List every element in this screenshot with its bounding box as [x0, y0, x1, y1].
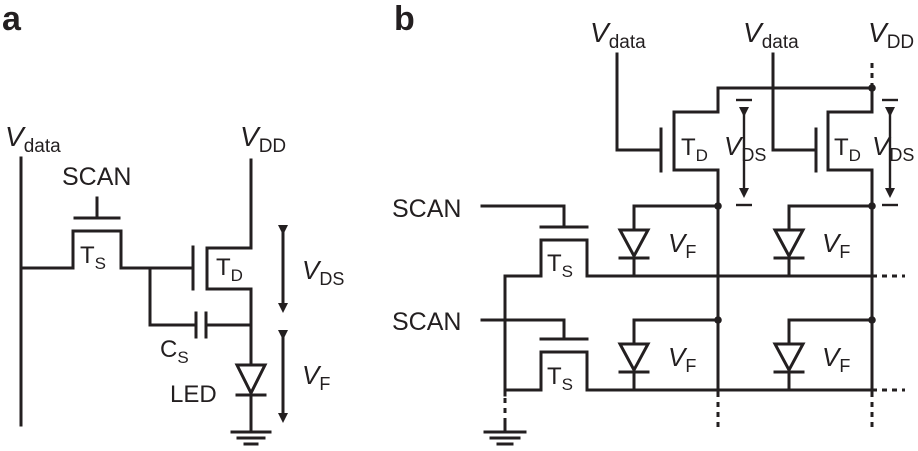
led-diode-a [234, 363, 268, 434]
vf-label-a: VF [302, 360, 330, 394]
td-label-a: TD [216, 254, 243, 285]
panel-b-label: b [394, 0, 415, 38]
vdata-line-b2 [771, 52, 817, 152]
storage-capacitor-a [194, 311, 253, 339]
drive-transistor-b1 [659, 86, 720, 208]
switch-transistor-b1 [503, 225, 720, 278]
led-diode-b12 [772, 204, 806, 278]
cs-label-a: CS [160, 336, 189, 367]
vf-label-b11: VF [668, 228, 696, 262]
vdata-line-b1 [615, 52, 662, 152]
scan-label-b2: SCAN [392, 308, 461, 336]
vf-label-b12: VF [822, 228, 850, 262]
vdata-label-b2: Vdata [743, 17, 799, 53]
vdata-label-a: Vdata [5, 121, 61, 157]
scan-line-b1 [480, 204, 566, 228]
led-diode-b11 [617, 204, 651, 278]
led-diode-b21 [617, 318, 651, 392]
vds-label-b1: VDS [724, 131, 766, 165]
vds-label-a: VDS [302, 255, 344, 289]
switch-transistor-a [71, 196, 152, 270]
vds-indicator-b2 [882, 98, 898, 207]
drive-transistor-b2 [814, 86, 874, 208]
ts-label-b2: TS [547, 363, 573, 394]
ground-icon-a [230, 430, 272, 446]
scan-label-a: SCAN [62, 163, 131, 191]
panel-a-label: a [2, 0, 22, 38]
vds-label-b2: VDS [872, 131, 914, 165]
ground-icon-b [483, 418, 527, 446]
panel-b: b Vdata Vdata VDD TD TD VDS [392, 0, 914, 446]
td-label-b2: TD [834, 134, 861, 165]
vds-indicator-b1 [736, 98, 752, 207]
vdd-label-a: VDD [240, 121, 286, 157]
vdata-label-b1: Vdata [590, 17, 646, 53]
vf-label-b21: VF [668, 342, 696, 376]
td-label-b1: TD [681, 134, 708, 165]
switch-transistor-b2 [503, 337, 720, 392]
led-diode-b22 [772, 318, 806, 392]
led-label-a: LED [170, 381, 217, 408]
vdd-label-b: VDD [868, 17, 914, 53]
wire-gate-cap-a [148, 266, 197, 327]
drive-transistor-a [191, 158, 253, 327]
ts-label-b1: TS [547, 250, 573, 281]
scan-label-b1: SCAN [392, 195, 461, 223]
vf-label-b22: VF [822, 342, 850, 376]
ts-label-a: TS [80, 242, 106, 273]
panel-a: a Vdata VDD SCAN TS CS T [2, 0, 344, 446]
scan-line-b2 [480, 318, 566, 340]
